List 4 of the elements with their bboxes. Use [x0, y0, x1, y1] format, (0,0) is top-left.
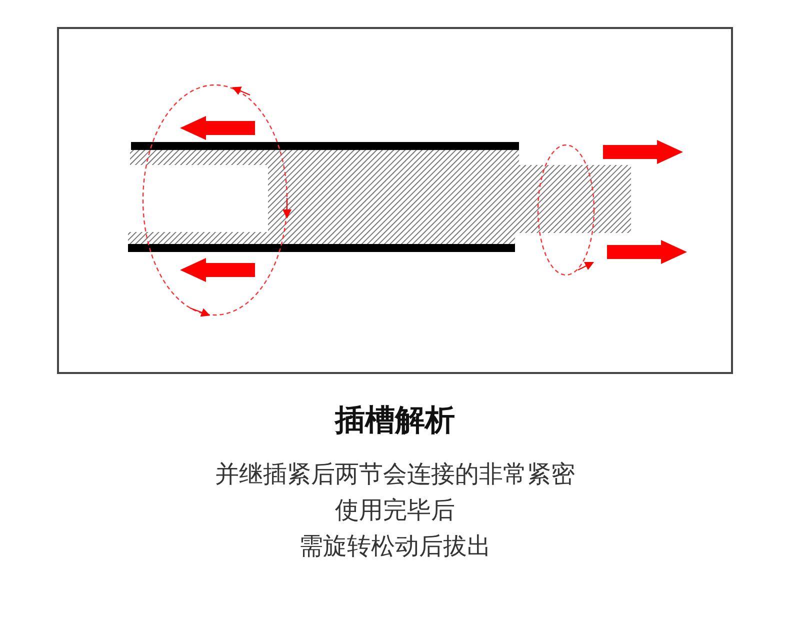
title: 插槽解析	[335, 402, 455, 440]
description-text: 需旋转松动后拔出	[299, 531, 491, 562]
description-text: 使用完毕后	[335, 495, 455, 526]
description-text: 并继插紧后两节会连接的非常紧密	[215, 459, 575, 490]
